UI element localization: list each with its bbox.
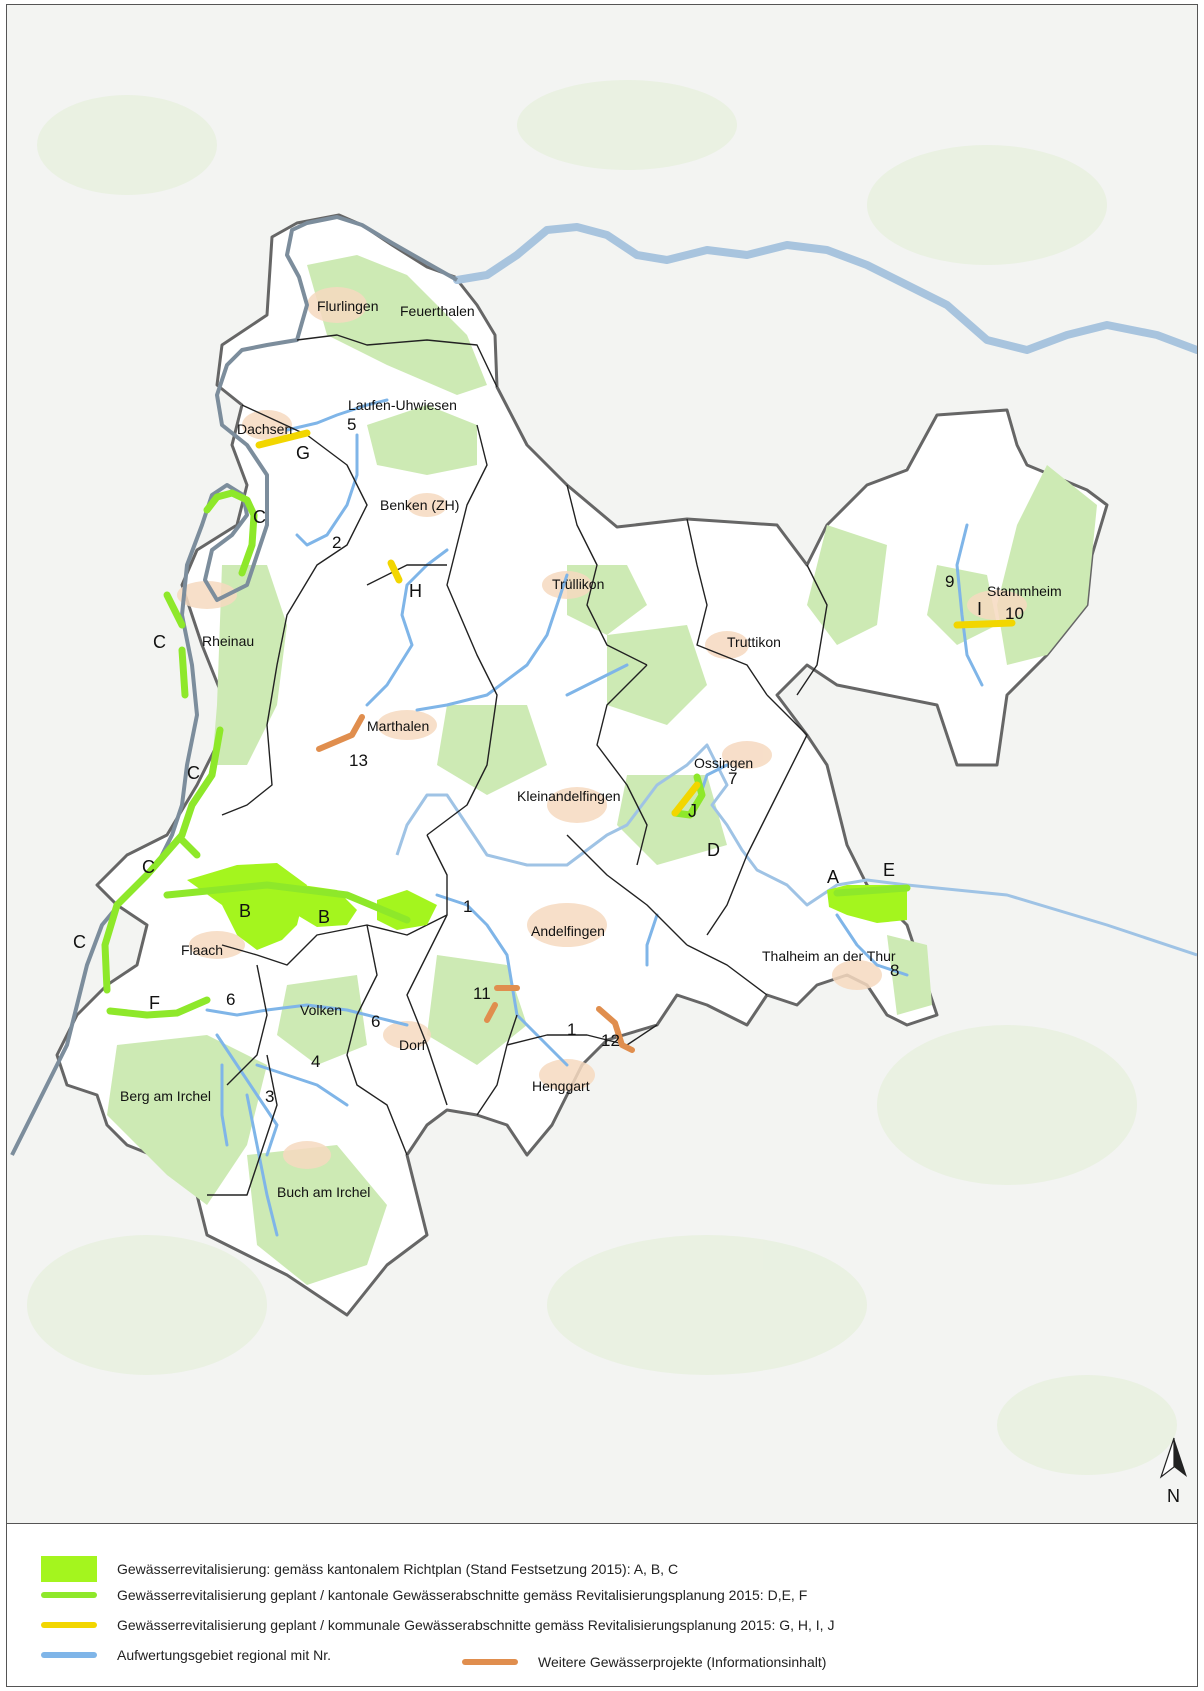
- legend-text: Gewässerrevitalisierung geplant / kanton…: [117, 1587, 808, 1603]
- label-ossingen: Ossingen: [694, 755, 753, 771]
- map-canvas: Flurlingen Feuerthalen Laufen-Uhwiesen D…: [7, 5, 1197, 1523]
- legend-text: Aufwertungsgebiet regional mit Nr.: [117, 1647, 331, 1663]
- legend-symbol-green-line: [41, 1592, 97, 1598]
- area-numbers: 1 1 2 3 4 5 6 6 7 8 9 10 11 12 13: [226, 415, 1024, 1106]
- letter-c-2: C: [153, 632, 166, 652]
- label-rheinau: Rheinau: [202, 633, 254, 649]
- communal-revitalisation-lines: [255, 429, 1016, 817]
- other-water-projects: [316, 714, 635, 1053]
- number-3: 3: [265, 1087, 274, 1106]
- label-thalheim: Thalheim an der Thur: [762, 948, 896, 964]
- number-13: 13: [349, 751, 368, 770]
- number-6b: 6: [371, 1012, 380, 1031]
- legend-symbol-yellow-line: [41, 1622, 97, 1628]
- number-1b: 1: [567, 1020, 576, 1039]
- legend-symbol-blue-line: [41, 1652, 97, 1658]
- label-flurlingen: Flurlingen: [317, 298, 378, 314]
- label-volken: Volken: [300, 1002, 342, 1018]
- legend-item-cantonal: Gewässerrevitalisierung geplant / kanton…: [41, 1587, 807, 1603]
- number-6a: 6: [226, 990, 235, 1009]
- forest-areas: [107, 255, 1097, 1285]
- label-flaach: Flaach: [181, 942, 223, 958]
- north-arrow-icon: N: [1159, 1437, 1187, 1506]
- letter-c-3: C: [187, 763, 200, 783]
- legend-symbol-orange-line: [462, 1659, 518, 1665]
- legend-symbol-area: [41, 1556, 97, 1582]
- legend: Gewässerrevitalisierung: gemäss kantonal…: [7, 1523, 1197, 1686]
- label-berg-am-irchel: Berg am Irchel: [120, 1088, 211, 1104]
- label-marthalen: Marthalen: [367, 718, 429, 734]
- number-9: 9: [945, 572, 954, 591]
- letter-j: J: [688, 801, 697, 821]
- letter-b-1: B: [239, 901, 251, 921]
- label-feuerthalen: Feuerthalen: [400, 303, 475, 319]
- letter-c-5: C: [73, 932, 86, 952]
- legend-text: Gewässerrevitalisierung geplant / kommun…: [117, 1617, 835, 1633]
- number-2: 2: [332, 533, 341, 552]
- number-11: 11: [473, 984, 491, 1003]
- label-buch-am-irchel: Buch am Irchel: [277, 1184, 370, 1200]
- number-7: 7: [728, 769, 737, 788]
- number-4: 4: [311, 1052, 320, 1071]
- legend-item-other-projects: Weitere Gewässerprojekte (Informationsin…: [462, 1654, 826, 1670]
- number-8: 8: [890, 961, 899, 980]
- rhine-river: [453, 223, 1197, 354]
- section-letters: A B B C C C C C D E F G H I J: [73, 443, 982, 1013]
- letter-c-4: C: [142, 857, 155, 877]
- legend-item-regional: Aufwertungsgebiet regional mit Nr.: [41, 1647, 331, 1663]
- letter-i: I: [977, 599, 982, 619]
- letter-b-2: B: [318, 907, 330, 927]
- letter-g: G: [296, 443, 310, 463]
- label-stammheim: Stammheim: [987, 583, 1062, 599]
- thur-river: [395, 743, 1197, 957]
- label-benken: Benken (ZH): [380, 497, 459, 513]
- label-kleinandelfingen: Kleinandelfingen: [517, 788, 621, 804]
- number-1a: 1: [463, 897, 472, 916]
- legend-text: Gewässerrevitalisierung: gemäss kantonal…: [117, 1561, 679, 1577]
- letter-d: D: [707, 840, 720, 860]
- municipal-borders: [207, 334, 828, 1196]
- letter-e: E: [883, 860, 895, 880]
- legend-item-communal: Gewässerrevitalisierung geplant / kommun…: [41, 1617, 834, 1633]
- north-label: N: [1167, 1486, 1180, 1506]
- label-truellikon: Trüllikon: [552, 576, 604, 592]
- letter-f: F: [149, 993, 160, 1013]
- label-dorf: Dorf: [399, 1037, 426, 1053]
- municipality-labels: Flurlingen Feuerthalen Laufen-Uhwiesen D…: [120, 298, 1062, 1200]
- letter-a: A: [827, 867, 839, 887]
- label-truttikon: Truttikon: [727, 634, 781, 650]
- map-frame: Flurlingen Feuerthalen Laufen-Uhwiesen D…: [6, 4, 1198, 1687]
- letter-c-1: C: [253, 507, 266, 527]
- number-12: 12: [601, 1031, 620, 1050]
- cantonal-revitalisation-lines: [101, 489, 911, 1019]
- map-area[interactable]: Flurlingen Feuerthalen Laufen-Uhwiesen D…: [7, 5, 1197, 1523]
- background-forest: [27, 80, 1177, 1475]
- number-10: 10: [1005, 604, 1024, 623]
- label-dachsen: Dachsen: [237, 421, 292, 437]
- settlement-areas: [177, 287, 1027, 1169]
- letter-h: H: [409, 581, 422, 601]
- label-andelfingen: Andelfingen: [531, 923, 605, 939]
- number-5: 5: [347, 415, 356, 434]
- legend-text: Weitere Gewässerprojekte (Informationsin…: [538, 1654, 827, 1670]
- label-henggart: Henggart: [532, 1078, 590, 1094]
- label-laufen-uhwiesen: Laufen-Uhwiesen: [348, 397, 457, 413]
- legend-item-richtplan: Gewässerrevitalisierung: gemäss kantonal…: [41, 1556, 678, 1582]
